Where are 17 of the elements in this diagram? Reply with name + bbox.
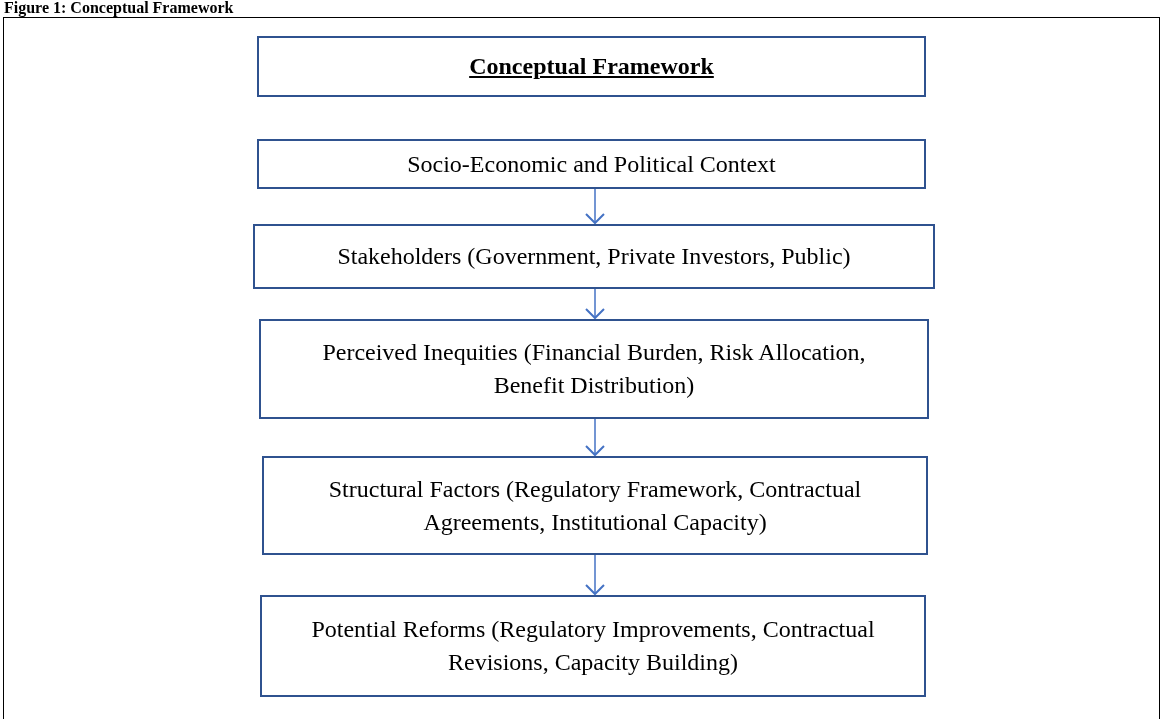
box-text: Potential Reforms (Regulatory Improvements, Contractual Revisions, Capacity Building) [310,615,876,677]
process-box [260,595,926,697]
arrow [585,188,605,224]
process-box [259,319,929,419]
arrow [585,554,605,595]
heading-text: Conceptual Framework [469,52,714,81]
box-text: Structural Factors (Regulatory Framework, Contractual Agreements, Institutional Capacity) [327,474,863,537]
process-box [262,456,928,555]
box-text: Perceived Inequities (Financial Burden, Risk Allocation, Benefit Distribution) [321,338,867,400]
arrow [585,288,605,319]
box-text: Socio-Economic and Political Context [407,149,776,179]
process-box [257,139,926,189]
process-box [253,224,935,289]
heading-box [257,36,926,97]
arrow [585,418,605,456]
box-text: Stakeholders (Government, Private Investors, Public) [337,242,851,271]
figure-title: Figure 1: Conceptual Framework [4,0,234,16]
